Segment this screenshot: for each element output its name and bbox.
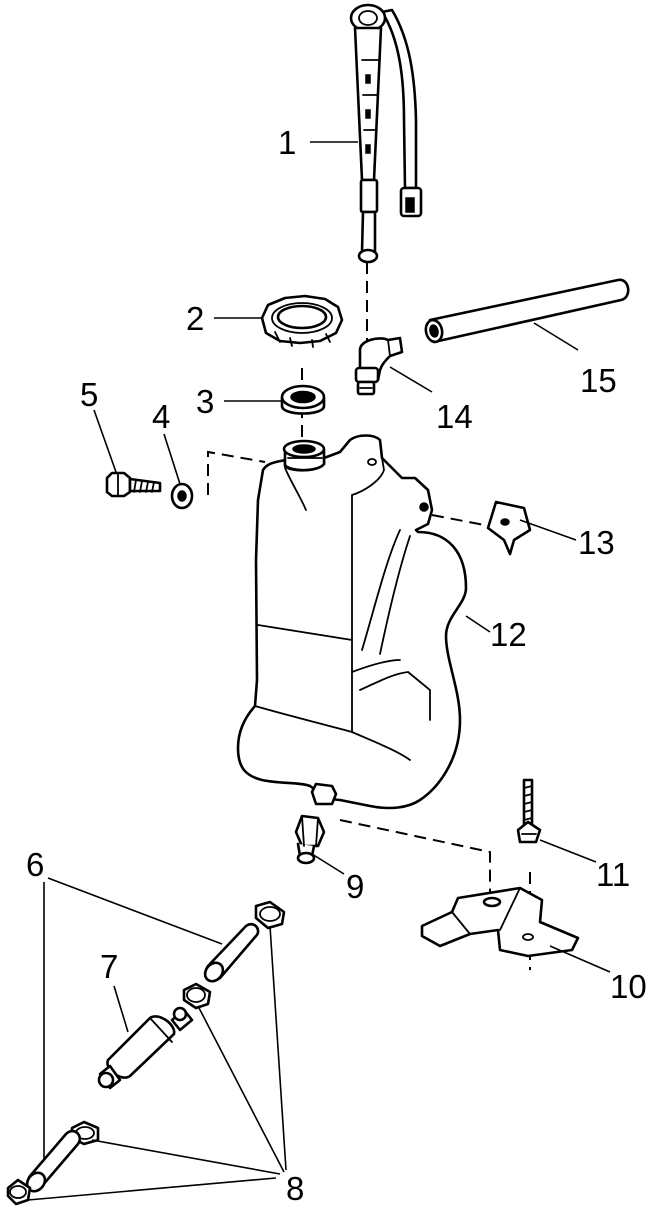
callout-4: 4 xyxy=(152,398,170,435)
part-12-oil-tank xyxy=(236,434,468,810)
part-13-clip xyxy=(486,500,532,556)
part-3-seal xyxy=(280,384,326,415)
part-8-clamp-mid xyxy=(182,982,212,1010)
callout-8: 8 xyxy=(286,1170,304,1207)
part-6-upper-hose xyxy=(203,922,260,983)
callout-14: 14 xyxy=(436,398,473,435)
part-14-elbow-fitting xyxy=(354,336,404,396)
callout-leader-lines xyxy=(27,141,611,1201)
callout-labels: 1 2 3 4 5 6 7 8 9 10 11 12 13 14 15 xyxy=(26,124,647,1207)
part-11-screw xyxy=(516,778,542,844)
callout-3: 3 xyxy=(196,383,214,420)
part-6-lower-hose xyxy=(25,1129,82,1193)
part-10-bracket xyxy=(420,886,580,958)
part-5-bolt xyxy=(105,471,162,498)
part-1-level-sender xyxy=(349,3,423,264)
callout-10: 10 xyxy=(610,968,647,1005)
part-8-clamp-top xyxy=(254,900,286,930)
callout-11: 11 xyxy=(596,856,630,893)
callout-5: 5 xyxy=(80,376,98,413)
part-7-fuel-filter xyxy=(97,1006,194,1090)
part-15-hose xyxy=(424,278,630,344)
callout-12: 12 xyxy=(490,616,527,653)
callout-6: 6 xyxy=(26,846,44,883)
callout-15: 15 xyxy=(580,362,617,399)
callout-2: 2 xyxy=(186,300,204,337)
part-2-filler-cap xyxy=(260,294,344,348)
callout-1: 1 xyxy=(278,124,296,161)
part-4-washer xyxy=(170,482,194,510)
part-9-outlet-fitting xyxy=(294,814,326,865)
callout-9: 9 xyxy=(346,868,364,905)
callout-13: 13 xyxy=(578,524,615,561)
callout-7: 7 xyxy=(100,948,118,985)
